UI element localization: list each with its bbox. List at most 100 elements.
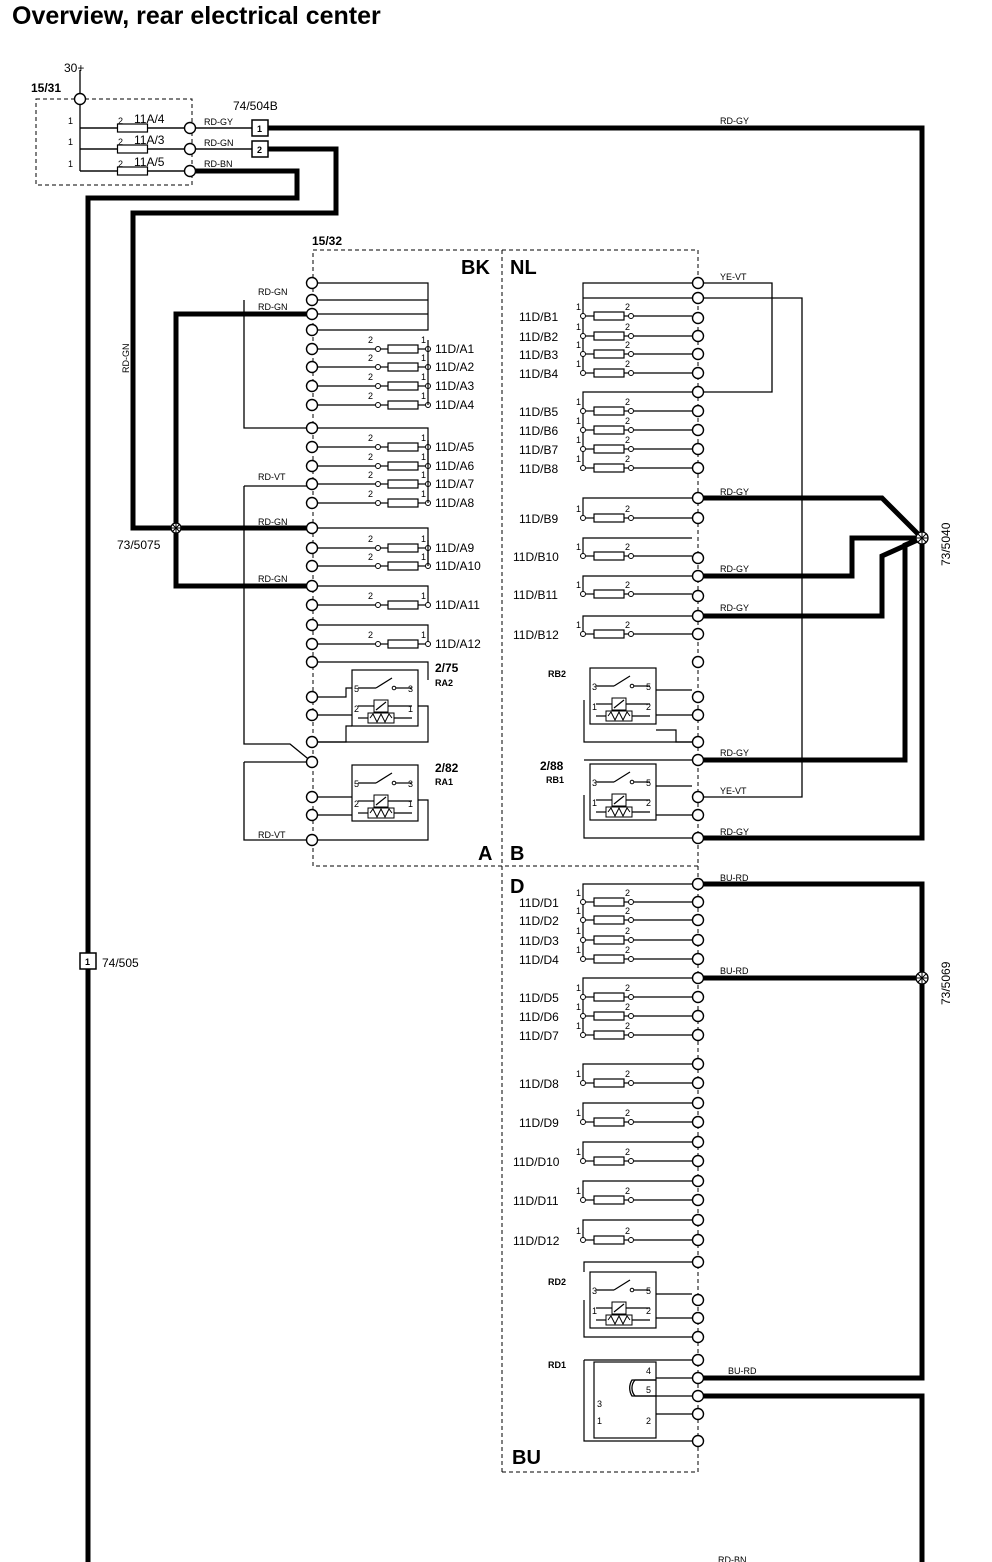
svg-text:2: 2 [625, 1021, 630, 1031]
terminal-d [691, 1154, 705, 1168]
svg-text:3: 3 [408, 779, 413, 789]
svg-text:1: 1 [576, 359, 581, 369]
svg-text:1: 1 [576, 945, 581, 955]
svg-text:1: 1 [576, 926, 581, 936]
wire-color-label: RD-GN [258, 287, 288, 297]
terminal-d [691, 1233, 705, 1247]
svg-text:2: 2 [625, 945, 630, 955]
fuse-label-b: 11D/B1 [519, 310, 558, 324]
fuse-label-d: 11D/D2 [519, 914, 559, 928]
supply-label: 30+ [64, 61, 84, 75]
terminal-a [305, 637, 319, 651]
top-fuse-label: 11A/4 [134, 112, 165, 126]
svg-text:2: 2 [625, 340, 630, 350]
svg-text:1: 1 [576, 1186, 581, 1196]
svg-text:2: 2 [625, 620, 630, 630]
fusebox-label: 15/31 [31, 81, 61, 95]
fuse-label-d: 11D/D8 [519, 1077, 559, 1091]
terminal-a [305, 579, 319, 593]
fusebox-15-31 [35, 98, 193, 186]
wire-color-label: BU-RD [728, 1366, 757, 1376]
fuse-label-a: 11D/A7 [435, 477, 474, 491]
top-fuse-label: 11A/3 [134, 133, 165, 147]
svg-text:1: 1 [592, 702, 597, 712]
supply-terminal [73, 92, 87, 106]
relay-rb2-name: RB2 [548, 669, 566, 679]
terminal-a [305, 323, 319, 337]
fuse-label-a: 11D/A9 [435, 541, 474, 555]
terminal-a [305, 690, 319, 704]
svg-text:1: 1 [68, 116, 73, 126]
svg-text:1: 1 [592, 798, 597, 808]
svg-text:1: 1 [421, 391, 426, 401]
terminal-a [305, 808, 319, 822]
section-bk-label: BK [461, 257, 490, 279]
terminal-b [691, 491, 705, 505]
thin-wires [79, 70, 803, 841]
svg-text:1: 1 [408, 704, 413, 714]
fuse-label-b: 11D/B8 [519, 462, 558, 476]
terminal-a [305, 559, 319, 573]
svg-text:2: 2 [625, 397, 630, 407]
fuse-label-b: 11D/B11 [513, 588, 558, 602]
svg-text:2: 2 [625, 1002, 630, 1012]
svg-text:2: 2 [646, 1306, 651, 1316]
terminal-d [691, 1389, 705, 1403]
relay-rd1-name: RD1 [548, 1360, 566, 1370]
svg-text:2: 2 [646, 702, 651, 712]
svg-text:1: 1 [421, 591, 426, 601]
fuse-label-b: 11D/B10 [513, 550, 559, 564]
terminal-a [305, 440, 319, 454]
svg-text:2: 2 [625, 1186, 630, 1196]
terminal-d [691, 1213, 705, 1227]
svg-text:2: 2 [625, 302, 630, 312]
top-fuse [80, 123, 185, 133]
terminal-a [305, 833, 319, 847]
svg-text:1: 1 [576, 454, 581, 464]
svg-text:2: 2 [368, 534, 373, 544]
svg-text:2: 2 [354, 704, 359, 714]
wire-color-label: BU-RD [720, 873, 749, 883]
svg-text:1: 1 [421, 489, 426, 499]
wire-color-label: YE-VT [720, 272, 747, 282]
fuse-label-b: 11D/B2 [519, 330, 558, 344]
wire-color-label: RD-GN [258, 574, 288, 584]
terminal-d [691, 1057, 705, 1071]
svg-text:1: 1 [576, 1021, 581, 1031]
connector-74-504b-pin1: 1 [251, 119, 269, 137]
terminal-d [691, 1255, 705, 1269]
relay-rb1-name: RB1 [546, 775, 564, 785]
central-box-label: 15/32 [312, 234, 342, 248]
svg-text:1: 1 [85, 957, 90, 967]
top-fuse-terminal [183, 121, 197, 135]
terminal-a [305, 360, 319, 374]
terminal-a [305, 342, 319, 356]
svg-text:1: 1 [576, 1069, 581, 1079]
fuse-label-d: 11D/D5 [519, 991, 559, 1005]
svg-text:2: 2 [625, 906, 630, 916]
wire-rd-gy-b12 [700, 535, 924, 619]
terminal-b [691, 329, 705, 343]
svg-text:5: 5 [354, 684, 359, 694]
connector-74-505: 1 [79, 952, 97, 970]
terminal-b [691, 366, 705, 380]
splice-right-top-label: 73/5040 [939, 522, 953, 566]
fuse-label-a: 11D/A3 [435, 379, 474, 393]
svg-text:2: 2 [625, 888, 630, 898]
svg-text:1: 1 [421, 335, 426, 345]
splice-left-label: 73/5075 [117, 538, 161, 552]
wire-color-label: RD-GY [204, 117, 233, 127]
terminal-d [691, 913, 705, 927]
terminal-b [691, 551, 705, 565]
svg-text:2: 2 [368, 372, 373, 382]
relay-ra1-number: 2/82 [435, 761, 459, 775]
fuse-label-b: 11D/B9 [519, 512, 558, 526]
relay-rd2-name: RD2 [548, 1277, 566, 1287]
svg-text:1: 1 [576, 322, 581, 332]
